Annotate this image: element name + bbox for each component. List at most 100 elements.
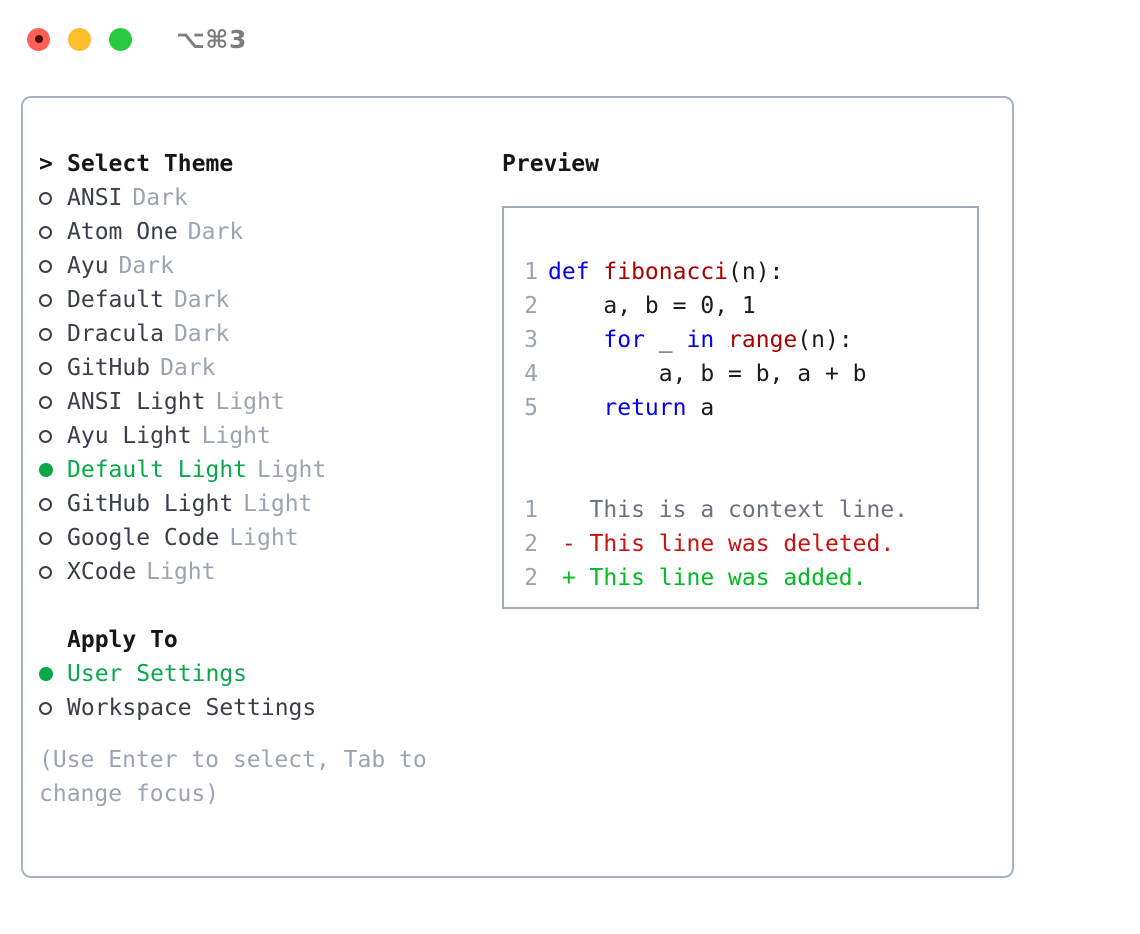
radio-unselected-icon[interactable] [39, 293, 67, 307]
apply-to-label: User Settings [67, 661, 248, 687]
code-line-text: - This line was deleted. [548, 531, 895, 557]
theme-list-item[interactable]: Atom One Dark [39, 215, 479, 249]
code-diff-spacer [504, 425, 977, 459]
theme-category-tag: Dark [173, 287, 230, 313]
minimize-button[interactable] [68, 27, 91, 51]
theme-category-tag: Light [257, 457, 327, 483]
code-line-text: a, b = 0, 1 [548, 293, 756, 319]
theme-name: Google Code [67, 525, 220, 551]
theme-category-tag: Light [201, 423, 271, 449]
window-titlebar: ⌥⌘3 [0, 0, 1140, 78]
radio-unselected-icon[interactable] [39, 429, 67, 443]
code-line-text: def fibonacci(n): [548, 259, 784, 285]
keyboard-hint-text: (Use Enter to select, Tab to change focu… [39, 747, 427, 807]
diff-line: 2 - This line was deleted. [504, 527, 977, 561]
theme-name: GitHub [67, 355, 151, 381]
radio-unselected-icon[interactable] [39, 565, 67, 579]
theme-name: ANSI Light [67, 389, 206, 415]
code-diff-spacer-2 [504, 459, 977, 493]
radio-unselected-icon[interactable] [39, 191, 67, 205]
theme-list-item[interactable]: XCode Light [39, 555, 479, 589]
code-line: 4 a, b = b, a + b [504, 357, 977, 391]
code-line: 1 def fibonacci(n): [504, 255, 977, 289]
theme-category-tag: Light [215, 389, 285, 415]
radio-unselected-icon[interactable] [39, 327, 67, 341]
line-number: 4 [524, 361, 538, 387]
theme-list-item[interactable]: Google Code Light [39, 521, 479, 555]
theme-name: ANSI [67, 185, 123, 211]
code-line: 3 for _ in range(n): [504, 323, 977, 357]
diff-line: 1 This is a context line. [504, 493, 977, 527]
code-line-text: for _ in range(n): [603, 327, 853, 353]
theme-list-item[interactable]: ANSI Dark [39, 181, 479, 215]
diff-sample: 1 This is a context line.2 - This line w… [504, 493, 977, 595]
apply-to-header: Apply To [67, 627, 178, 653]
radio-unselected-icon[interactable] [39, 497, 67, 511]
line-number: 2 [524, 293, 538, 319]
preview-title: Preview [502, 151, 599, 177]
radio-selected-icon[interactable] [39, 667, 67, 681]
line-number: 1 [524, 497, 538, 523]
theme-list-item[interactable]: Dracula Dark [39, 317, 479, 351]
theme-name: Default [67, 287, 164, 313]
apply-to-option[interactable]: Workspace Settings [39, 691, 479, 725]
theme-category-tag: Dark [187, 219, 244, 245]
apply-to-option[interactable]: User Settings [39, 657, 479, 691]
code-line-text: This is a context line. [548, 497, 909, 523]
code-line: 5 return a [504, 391, 977, 425]
line-number: 5 [524, 395, 538, 421]
theme-list-item[interactable]: ANSI Light Light [39, 385, 479, 419]
theme-list-item[interactable]: Default Dark [39, 283, 479, 317]
code-line-text: return a [603, 395, 715, 421]
code-line-text: a, b = b, a + b [548, 361, 867, 387]
radio-unselected-icon[interactable] [39, 395, 67, 409]
theme-category-tag: Dark [173, 321, 230, 347]
code-line-text: + This line was added. [548, 565, 867, 591]
theme-category-tag: Light [229, 525, 299, 551]
theme-name: XCode [67, 559, 137, 585]
theme-picker-title: Select Theme [67, 151, 234, 177]
theme-list-item[interactable]: GitHub Dark [39, 351, 479, 385]
theme-name: Dracula [67, 321, 164, 347]
theme-name: Default Light [67, 457, 248, 483]
theme-list-item[interactable]: Default Light Light [39, 453, 479, 487]
radio-unselected-icon[interactable] [39, 259, 67, 273]
theme-name: Ayu [67, 253, 109, 279]
diff-line: 2 + This line was added. [504, 561, 977, 595]
theme-picker-header: > Select Theme [39, 147, 479, 181]
theme-list-item[interactable]: Ayu Dark [39, 249, 479, 283]
radio-unselected-icon[interactable] [39, 531, 67, 545]
theme-category-tag: Light [243, 491, 313, 517]
radio-unselected-icon[interactable] [39, 361, 67, 375]
line-number: 2 [524, 565, 538, 591]
code-line: 2 a, b = 0, 1 [504, 289, 977, 323]
theme-category-tag: Dark [132, 185, 188, 211]
theme-category-tag: Dark [118, 253, 174, 279]
maximize-button[interactable] [109, 27, 132, 51]
theme-name: Ayu Light [67, 423, 192, 449]
theme-name: GitHub Light [67, 491, 234, 517]
line-number: 1 [524, 259, 538, 285]
radio-unselected-icon[interactable] [39, 701, 67, 715]
section-spacer [39, 589, 479, 623]
line-number: 3 [524, 327, 538, 353]
close-button[interactable] [27, 27, 50, 51]
prompt-caret-icon: > [39, 150, 53, 177]
apply-to-label: Workspace Settings [67, 695, 317, 721]
radio-selected-icon[interactable] [39, 463, 67, 477]
theme-name: Atom One [67, 219, 178, 245]
theme-category-tag: Dark [160, 355, 216, 381]
radio-unselected-icon[interactable] [39, 225, 67, 239]
line-number: 2 [524, 531, 538, 557]
theme-category-tag: Light [146, 559, 216, 585]
theme-list-item[interactable]: GitHub Light Light [39, 487, 479, 521]
theme-list-item[interactable]: Ayu Light Light [39, 419, 479, 453]
